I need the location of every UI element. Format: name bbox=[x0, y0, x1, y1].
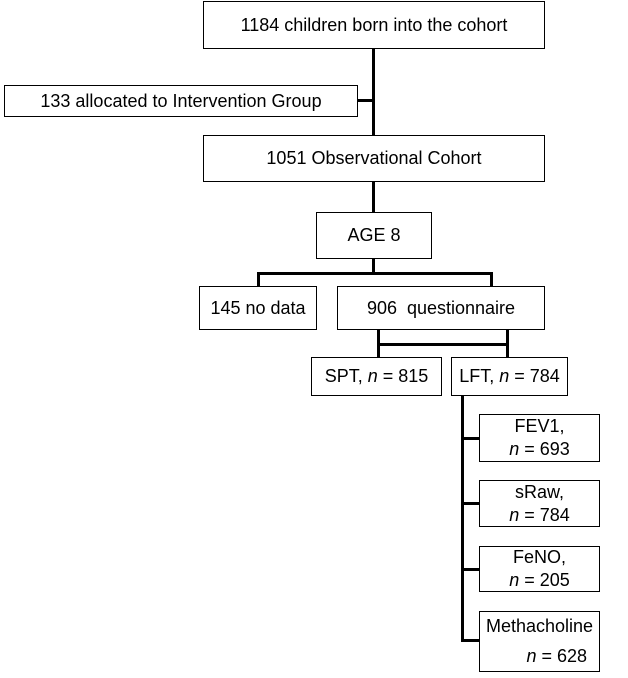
methacholine-box: Methacholine n = 628 bbox=[479, 611, 600, 672]
intervention-label: 133 allocated to Intervention Group bbox=[40, 90, 322, 111]
cohort-box: 1184 children born into the cohort bbox=[203, 1, 545, 49]
connector-intervention-branch bbox=[358, 99, 373, 102]
lft-label: LFT, bbox=[459, 366, 500, 386]
feno-label: FeNO, bbox=[512, 547, 566, 567]
fev1-count: n = 693 bbox=[509, 438, 570, 461]
connector-age-split bbox=[372, 259, 375, 273]
fev1-label: FEV1, bbox=[514, 416, 565, 436]
observational-cohort-box: 1051 Observational Cohort bbox=[203, 135, 545, 182]
fev1-n: n bbox=[509, 439, 520, 459]
methacholine-count: n = 628 bbox=[526, 645, 599, 668]
sraw-box: sRaw, n = 784 bbox=[479, 480, 600, 527]
connector-questionnaire-branch bbox=[377, 343, 509, 346]
connector-observ-age bbox=[372, 182, 375, 212]
lft-value: = 784 bbox=[509, 366, 560, 386]
connector-to-nodata bbox=[257, 272, 260, 286]
spt-value: = 815 bbox=[377, 366, 429, 386]
connector-to-methacholine bbox=[461, 639, 479, 642]
connector-to-feno bbox=[461, 568, 479, 571]
sraw-label: sRaw, bbox=[514, 481, 565, 502]
no-data-box: 145 no data bbox=[199, 286, 317, 330]
connector-age-branch bbox=[257, 272, 493, 275]
connector-lft-trunk bbox=[461, 396, 464, 641]
sraw-value: = 784 bbox=[519, 504, 570, 525]
feno-box: FeNO, n = 205 bbox=[479, 546, 600, 592]
lft-text: LFT, n = 784 bbox=[459, 365, 560, 388]
spt-box: SPT, n = 815 bbox=[311, 357, 442, 396]
intervention-box: 133 allocated to Intervention Group bbox=[4, 85, 358, 117]
age-box: AGE 8 bbox=[316, 212, 432, 259]
spt-n: n bbox=[367, 366, 378, 386]
methacholine-n: n bbox=[526, 645, 537, 666]
feno-count: n = 205 bbox=[509, 569, 570, 592]
connector-to-questionnaire bbox=[490, 272, 493, 286]
connector-to-spt bbox=[377, 330, 380, 357]
methacholine-label: Methacholine bbox=[485, 616, 594, 637]
lft-n: n bbox=[499, 366, 510, 386]
connector-to-fev1 bbox=[461, 437, 479, 440]
feno-value: = 205 bbox=[519, 570, 570, 590]
lft-box: LFT, n = 784 bbox=[451, 357, 568, 396]
methacholine-value: = 628 bbox=[536, 645, 587, 666]
connector-main-trunk bbox=[372, 49, 375, 135]
cohort-label: 1184 children born into the cohort bbox=[240, 14, 508, 35]
fev1-value: = 693 bbox=[519, 439, 570, 459]
sraw-count: n = 784 bbox=[509, 504, 570, 527]
connector-to-sraw bbox=[461, 502, 479, 505]
observational-cohort-label: 1051 Observational Cohort bbox=[266, 148, 482, 168]
connector-to-lft bbox=[506, 330, 509, 357]
no-data-label: 145 no data bbox=[210, 297, 306, 318]
questionnaire-label: 906 questionnaire bbox=[366, 297, 516, 318]
sraw-n: n bbox=[509, 504, 520, 525]
questionnaire-box: 906 questionnaire bbox=[337, 286, 545, 330]
age-label: AGE 8 bbox=[347, 225, 401, 245]
spt-text: SPT, n = 815 bbox=[325, 365, 429, 388]
feno-n: n bbox=[509, 570, 520, 590]
spt-label: SPT, bbox=[324, 366, 368, 386]
fev1-box: FEV1, n = 693 bbox=[479, 414, 600, 462]
